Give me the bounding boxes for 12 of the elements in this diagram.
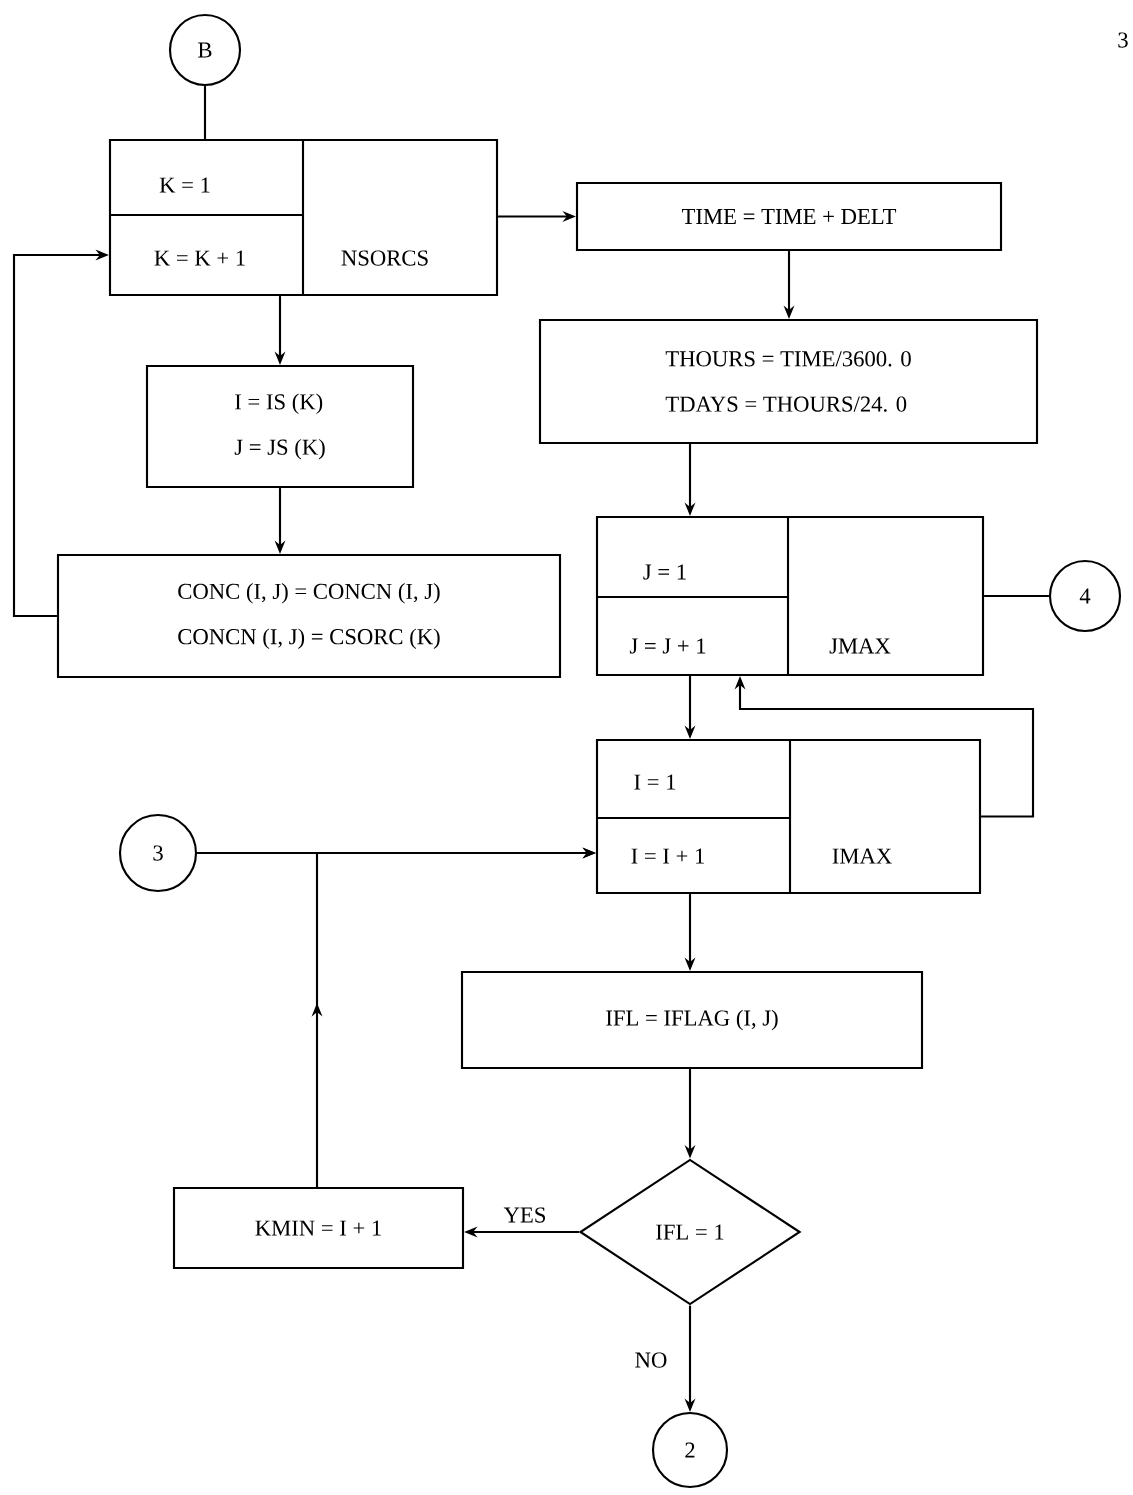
process-box: CONC (I, J) = CONCN (I, J) CONCN (I, J) = CSORC (K)	[56, 553, 562, 679]
process-box: I = IS (K) J = JS (K)	[145, 364, 415, 489]
process-box: KMIN = I + 1	[172, 1186, 465, 1270]
process-box: IFL = IFLAG (I, J)	[460, 970, 924, 1070]
page-number: 3	[1118, 32, 1128, 48]
process-box: THOURS = TIME/3600. 0 TDAYS = THOURS/24. 0	[538, 318, 1039, 445]
loop-box: I = 1 I = I + 1 IMAX	[595, 738, 982, 895]
loop-box: J = 1 J = J + 1 JMAX	[595, 515, 985, 677]
edge-label: NO	[631, 1349, 671, 1371]
process-box: TIME = TIME + DELT	[575, 181, 1003, 252]
loop-box: K = 1 K = K + 1 NSORCS	[108, 138, 499, 297]
edge-label: YES	[500, 1204, 550, 1226]
